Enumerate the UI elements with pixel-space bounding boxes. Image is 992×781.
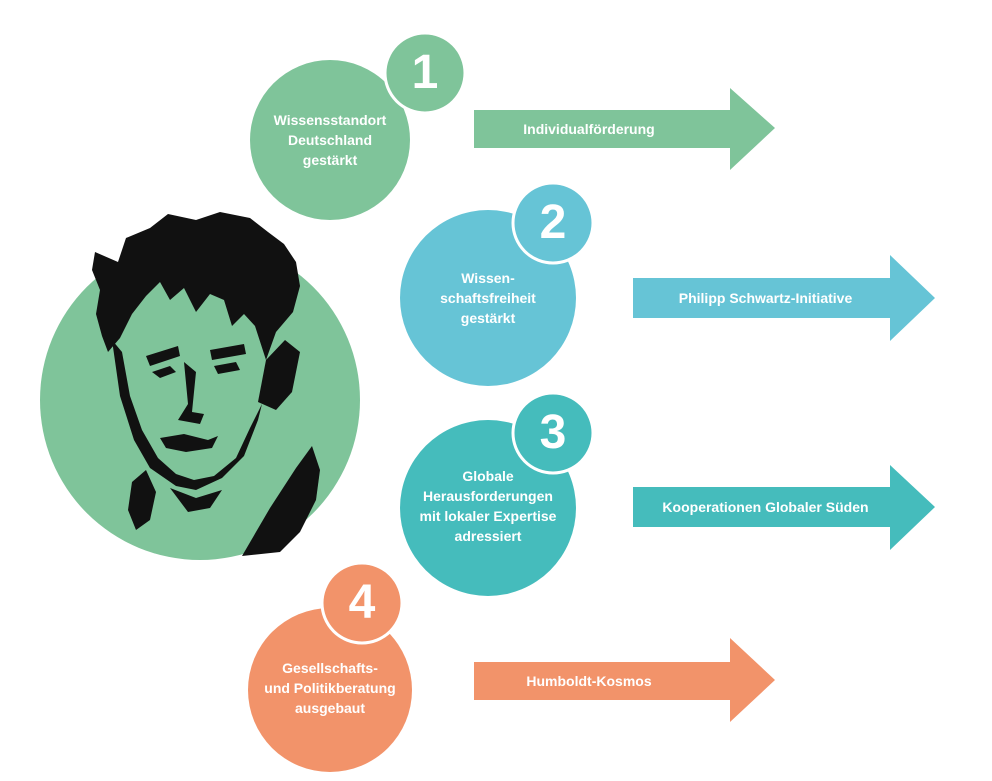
goal-2-badge [511,181,595,265]
goal-4-line-3: ausgebaut [294,700,365,716]
goal-4-text: Gesellschafts- und Politikberatung ausge… [245,658,415,718]
goal-2-arrow-label: Philipp Schwartz-Initiative [678,290,853,306]
goal-4-line-1: Gesellschafts- [282,660,378,676]
goal-3-line-4: adressiert [454,528,522,544]
goal-3-badge [511,391,595,475]
goal-4-number: 4 [348,576,376,629]
goal-4-arrow-label: Humboldt-Kosmos [526,673,652,689]
goal-1-line-3: gestärkt [302,152,358,168]
goal-1-badge [383,31,467,115]
goal-3-text: Globale Herausforderungen mit lokaler Ex… [403,466,573,546]
goal-2-line-1: Wissen- [461,270,515,286]
goal-2-line-3: gestärkt [460,310,516,326]
goal-4-circle [248,608,412,772]
goal-1-circle [250,60,410,220]
goal-3-arrow-label: Kooperationen Globaler Süden [662,499,869,515]
goal-2-text: Wissen- schaftsfreiheit gestärkt [403,268,573,328]
goal-1-number: 1 [411,46,439,99]
goal-3-line-2: Herausforderungen [423,488,553,504]
goal-2-number: 2 [539,196,567,249]
goal-4-line-2: und Politikberatung [264,680,396,696]
goal-3-line-3: mit lokaler Expertise [419,508,557,524]
goal-4-badge [320,561,404,645]
goal-1-arrow-label: Individualförderung [523,121,655,137]
goal-1-arrow [474,88,775,170]
goal-1-line-1: Wissensstandort [273,112,387,128]
goal-3-line-1: Globale [462,468,514,484]
goal-1-line-2: Deutschland [287,132,372,148]
humboldt-portrait-icon [92,212,320,556]
goal-3-number: 3 [539,406,567,459]
goal-1-text: Wissensstandort Deutschland gestärkt [245,110,415,170]
goal-2-line-2: schaftsfreiheit [440,290,536,306]
goal-3-arrow [633,465,935,550]
goal-4-arrow [474,638,775,722]
goal-2-arrow [633,255,935,341]
